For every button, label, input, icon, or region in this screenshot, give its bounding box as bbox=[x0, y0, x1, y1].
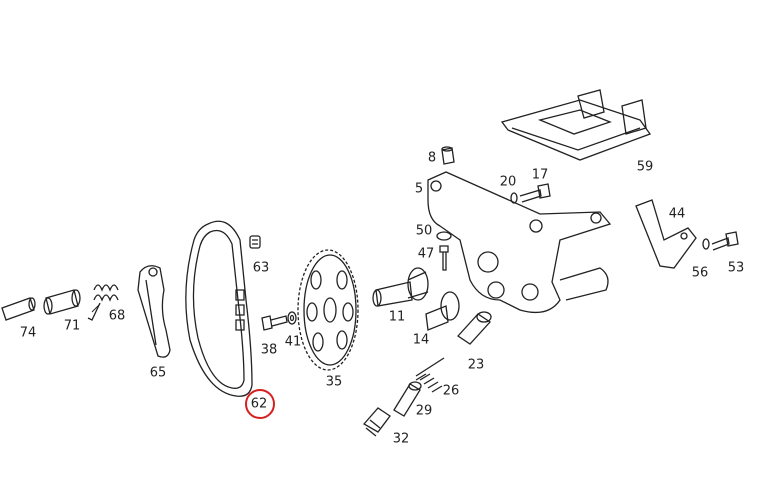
part-label-65[interactable]: 65 bbox=[149, 365, 167, 381]
part-label-23[interactable]: 23 bbox=[467, 357, 485, 373]
part-50-clip bbox=[436, 231, 452, 241]
part-59-oil-pan-baffle bbox=[500, 89, 652, 161]
part-63-chain-link bbox=[249, 235, 261, 249]
part-53-bolt bbox=[711, 231, 739, 251]
part-62-timing-chain bbox=[185, 220, 253, 397]
part-label-47[interactable]: 47 bbox=[417, 246, 435, 262]
part-11-shaft-gear bbox=[372, 267, 429, 307]
part-32-plug bbox=[362, 407, 391, 437]
part-65-tensioner-rail bbox=[137, 265, 171, 358]
part-label-63[interactable]: 63 bbox=[252, 260, 270, 276]
part-56-washer bbox=[702, 238, 710, 250]
part-label-74[interactable]: 74 bbox=[19, 325, 37, 341]
part-8-bushing bbox=[441, 146, 455, 165]
part-label-14[interactable]: 14 bbox=[412, 332, 430, 348]
part-35-sprocket bbox=[297, 249, 359, 371]
part-17-bolt bbox=[519, 183, 551, 203]
part-label-41[interactable]: 41 bbox=[284, 334, 302, 350]
part-label-11[interactable]: 11 bbox=[388, 309, 406, 325]
highlight-circle bbox=[245, 389, 275, 419]
part-label-50[interactable]: 50 bbox=[415, 223, 433, 239]
part-label-5[interactable]: 5 bbox=[414, 181, 424, 197]
part-label-38[interactable]: 38 bbox=[260, 342, 278, 358]
part-38-bolt bbox=[261, 315, 288, 331]
part-label-59[interactable]: 59 bbox=[636, 159, 654, 175]
part-74-pin bbox=[1, 297, 36, 321]
part-label-62[interactable]: 62 bbox=[250, 396, 268, 412]
part-label-44[interactable]: 44 bbox=[668, 206, 686, 222]
part-41-washer bbox=[287, 311, 297, 325]
part-5-oil-pump-housing bbox=[427, 171, 612, 314]
part-label-8[interactable]: 8 bbox=[427, 150, 437, 166]
part-label-56[interactable]: 56 bbox=[691, 265, 709, 281]
part-20-washer bbox=[510, 192, 518, 204]
part-label-32[interactable]: 32 bbox=[392, 431, 410, 447]
part-68-spring bbox=[87, 284, 119, 321]
part-label-68[interactable]: 68 bbox=[108, 308, 126, 324]
part-label-71[interactable]: 71 bbox=[63, 318, 81, 334]
part-47-bolt bbox=[439, 245, 449, 271]
part-26-spring bbox=[415, 357, 445, 393]
part-14-gear bbox=[425, 291, 460, 331]
part-label-26[interactable]: 26 bbox=[442, 383, 460, 399]
part-71-bushing bbox=[43, 289, 81, 315]
part-label-35[interactable]: 35 bbox=[325, 374, 343, 390]
part-label-17[interactable]: 17 bbox=[531, 167, 549, 183]
part-label-29[interactable]: 29 bbox=[415, 403, 433, 419]
part-29-piston bbox=[393, 381, 422, 417]
part-44-bracket bbox=[635, 199, 697, 269]
part-label-53[interactable]: 53 bbox=[727, 260, 745, 276]
part-label-20[interactable]: 20 bbox=[499, 174, 517, 190]
part-23-valve bbox=[457, 311, 492, 345]
